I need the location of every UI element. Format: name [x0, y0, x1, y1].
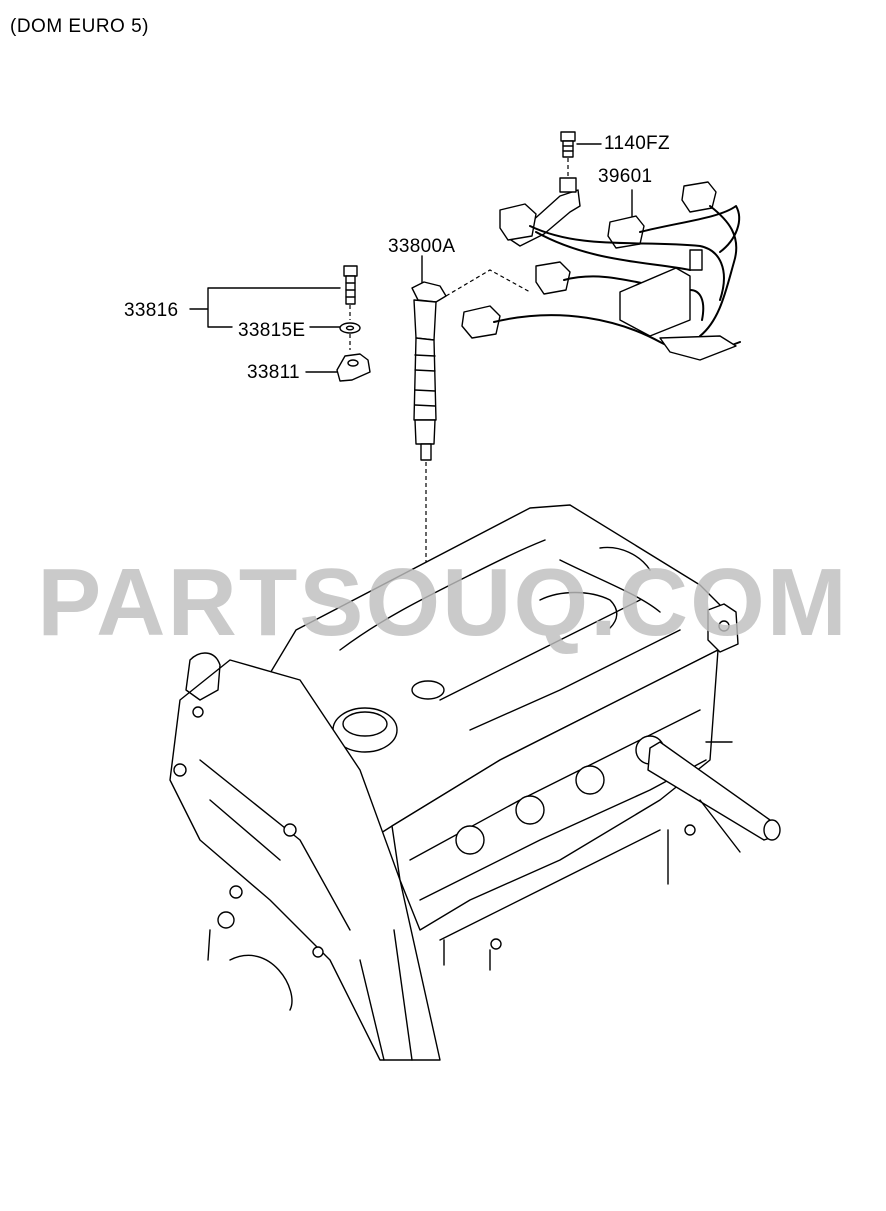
part-label-1140fz[interactable]: 1140FZ — [604, 133, 670, 154]
clamp-bolt-assembly-drawing — [336, 265, 371, 382]
injector-33800a-drawing — [411, 269, 531, 690]
part-label-33816[interactable]: 33816 — [124, 300, 179, 321]
wiring-harness-39601-drawing — [461, 177, 741, 361]
diagram-variant-title: (DOM EURO 5) — [10, 16, 149, 37]
part-label-39601[interactable]: 39601 — [598, 166, 653, 187]
part-label-33811[interactable]: 33811 — [247, 362, 300, 383]
part-label-33815e[interactable]: 33815E — [238, 320, 306, 341]
callout-leaders — [189, 143, 633, 373]
engine-head-drawing — [169, 504, 781, 1061]
part-label-33800a[interactable]: 33800A — [388, 236, 456, 257]
bolt-1140fz-drawing — [560, 131, 576, 183]
